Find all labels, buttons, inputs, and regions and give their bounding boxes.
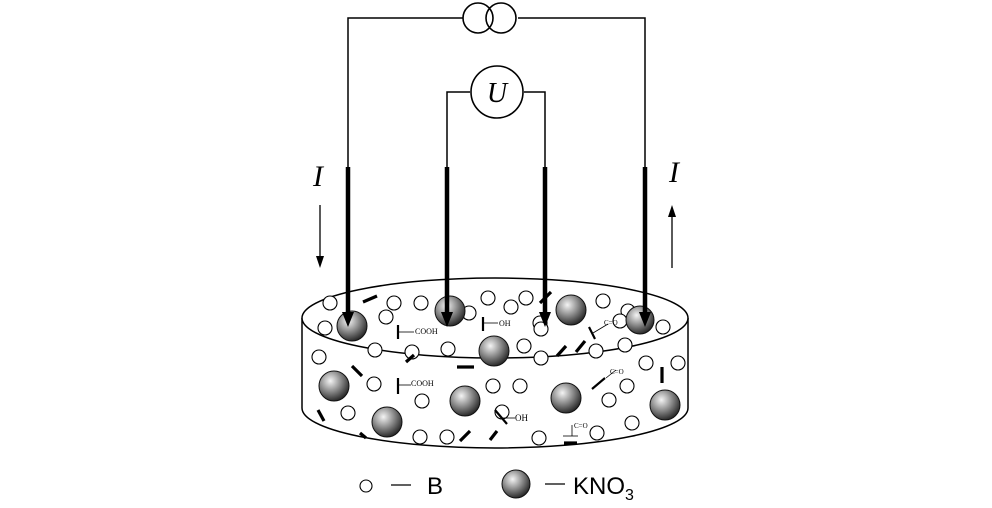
- boron-particle: [588, 343, 604, 359]
- boron-particle: [366, 376, 382, 392]
- boron-particle: [531, 430, 547, 446]
- voltmeter-symbol: U: [470, 65, 524, 119]
- functional-group-co: C=O: [563, 422, 588, 437]
- legend-item-kno3: KNO3: [501, 469, 634, 504]
- probe-outer-left: [342, 167, 354, 327]
- fiber: [574, 339, 587, 354]
- probe-outer-right: [639, 167, 651, 327]
- boron-particle: [386, 295, 402, 311]
- kno3-particle: [555, 294, 587, 326]
- current-label-left: I: [312, 160, 325, 193]
- legend-item-boron: B: [359, 473, 443, 500]
- boron-particle: [311, 349, 327, 365]
- boron-particle: [624, 415, 640, 431]
- boron-particle: [440, 341, 456, 357]
- svg-text:C=O: C=O: [604, 319, 618, 327]
- boron-particle: [322, 295, 338, 311]
- legend-kno3-symbol: [501, 469, 531, 499]
- boron-particle: [670, 355, 686, 371]
- current-source-symbol: [462, 2, 517, 34]
- boron-particle: [412, 429, 428, 445]
- svg-text:C=O: C=O: [574, 422, 588, 430]
- outer-current-circuit: [347, 17, 646, 167]
- probe-inner-left: [441, 167, 453, 327]
- kno3-particle: [449, 385, 481, 417]
- legend-boron-label: B: [427, 473, 443, 500]
- current-up-arrow: [668, 205, 676, 268]
- kno3-particle: [625, 305, 655, 335]
- svg-text:C=O: C=O: [610, 368, 624, 376]
- fiber: [316, 409, 326, 422]
- boron-particle: [404, 344, 420, 360]
- functional-group-oh: OH: [494, 409, 528, 425]
- boron-particle: [518, 290, 534, 306]
- boron-particle: [367, 342, 383, 358]
- boron-particle: [638, 355, 654, 371]
- boron-particle: [503, 299, 519, 315]
- probe-inner-right: [539, 167, 551, 327]
- fiber: [404, 353, 416, 364]
- current-label-right: I: [668, 156, 681, 189]
- boron-particle: [480, 290, 496, 306]
- boron-particle: [619, 378, 635, 394]
- kno3-particle: [649, 389, 681, 421]
- boron-particle: [516, 338, 532, 354]
- legend-kno3-label: KNO3: [573, 473, 634, 504]
- kno3-particle: [478, 335, 510, 367]
- legend: B KNO3: [359, 469, 634, 504]
- svg-text:OH: OH: [499, 319, 511, 328]
- svg-text:COOH: COOH: [411, 379, 434, 388]
- legend-boron-symbol: [359, 479, 373, 493]
- functional-group-co: C=O: [588, 319, 618, 340]
- svg-text:COOH: COOH: [415, 327, 438, 336]
- boron-particle: [317, 320, 333, 336]
- boron-particle: [512, 378, 528, 394]
- kno3-particle: [336, 310, 368, 342]
- kno3-particles: [318, 294, 681, 438]
- fiber: [362, 294, 378, 304]
- kno3-particle: [318, 370, 350, 402]
- voltmeter-label: U: [487, 78, 509, 109]
- fiber: [555, 344, 568, 358]
- boron-particle: [533, 350, 549, 366]
- boron-particle: [340, 405, 356, 421]
- inner-voltage-circuit: [446, 91, 546, 167]
- kno3-particle: [434, 295, 466, 327]
- boron-particle: [378, 309, 394, 325]
- fiber: [488, 430, 499, 441]
- current-down-arrow: [316, 205, 324, 268]
- probes: [342, 167, 651, 327]
- kno3-particle: [371, 406, 403, 438]
- boron-particles: [311, 290, 686, 446]
- fiber: [358, 431, 368, 440]
- boron-particle: [589, 425, 605, 441]
- boron-particle: [655, 319, 671, 335]
- functional-group-oh: OH: [481, 317, 511, 331]
- boron-particle: [485, 378, 501, 394]
- boron-particle: [601, 392, 617, 408]
- boron-particle: [595, 293, 611, 309]
- boron-particle: [439, 429, 455, 445]
- kno3-particle: [550, 382, 582, 414]
- boron-particle: [617, 337, 633, 353]
- functional-group-co: C=O: [591, 368, 624, 390]
- boron-particle: [414, 393, 430, 409]
- svg-text:OH: OH: [515, 413, 528, 423]
- boron-particle: [413, 295, 429, 311]
- fiber: [350, 364, 364, 378]
- functional-group-cooh: COOH: [396, 378, 434, 394]
- functional-groups: COOH OH C=O COOH C=O OH: [396, 317, 624, 437]
- fiber: [458, 429, 472, 443]
- functional-group-cooh: COOH: [396, 325, 438, 339]
